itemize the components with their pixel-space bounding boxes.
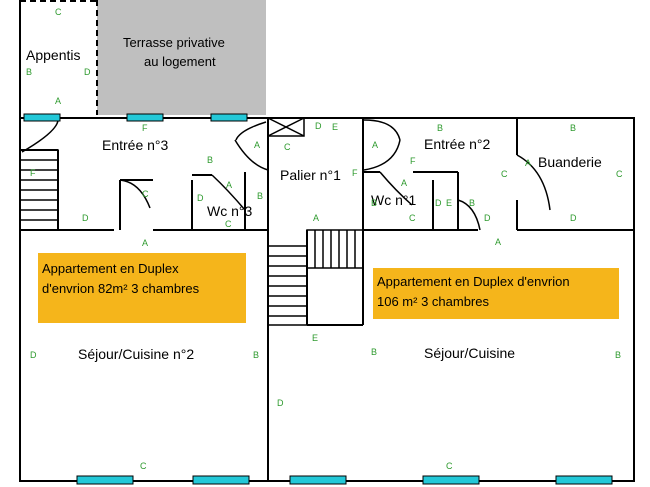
room-entree3: Entrée n°3 [102,137,169,153]
wall-label: A [401,178,407,188]
wall-label: A [372,140,378,150]
note-right-line1: Appartement en Duplex d'envrion [377,274,570,289]
note-left: Appartement en Duplex d'envrion 82m² 3 c… [38,253,246,323]
wall-label: D [315,121,322,131]
wall-label: A [525,158,531,168]
wall-label: C [446,461,453,471]
room-labels: Appentis Terrasse privative au logement … [26,35,602,362]
wall-label: A [313,213,319,223]
wall-label: A [226,180,232,190]
wall-label: D [570,213,577,223]
wall-label: C [142,189,149,199]
windows [23,113,613,485]
wall-label: A [142,238,148,248]
wall-label: B [570,123,576,133]
room-appentis: Appentis [26,47,80,63]
terrace-area [97,0,266,115]
duct-box [267,117,305,137]
wall-label: F [30,168,36,178]
wall-label: A [55,96,61,106]
room-terrasse-line1: Terrasse privative [123,35,225,50]
wall-label: E [312,333,318,343]
wall-label: C [284,142,291,152]
wall-label: A [495,237,501,247]
wall-label: C [501,169,508,179]
wall-labels: C B D A F F B A C A D B C D A D E C A F … [26,7,623,471]
wall-label: D [484,213,491,223]
wall-label: D [82,213,89,223]
wall-label: B [437,123,443,133]
wall-label: C [409,213,416,223]
stairs-palier [267,229,364,326]
wall-label: D [197,193,204,203]
wall-label: E [446,198,452,208]
wall-label: B [253,350,259,360]
wall-label: B [615,350,621,360]
room-entree2: Entrée n°2 [424,136,491,152]
wall-label: D [277,398,284,408]
room-wc3: Wc n°3 [207,203,252,219]
note-left-line2: d'envrion 82m² 3 chambres [42,281,200,296]
appentis-walls [19,0,98,118]
wall-label: D [435,198,442,208]
wall-label: B [257,191,263,201]
room-wc1: Wc n°1 [371,192,416,208]
wall-label: F [142,123,148,133]
wall-label: B [207,155,213,165]
room-sejour: Séjour/Cuisine [424,345,515,361]
note-right-line2: 106 m² 3 chambres [377,294,489,309]
wall-label: C [140,461,147,471]
room-palier: Palier n°1 [280,167,341,183]
wall-label: C [55,7,62,17]
wall-label: C [616,169,623,179]
note-right: Appartement en Duplex d'envrion 106 m² 3… [373,268,619,319]
wall-label: D [30,350,37,360]
wall-label: F [410,156,416,166]
stairs-left [19,149,59,231]
wall-label: E [332,122,338,132]
wall-label: D [84,67,91,77]
wall-label: B [469,198,475,208]
wall-label: F [352,168,358,178]
wall-label: A [254,140,260,150]
room-buanderie: Buanderie [538,154,602,170]
note-left-line1: Appartement en Duplex [42,261,179,276]
wall-label: B [371,198,377,208]
room-sejour2: Séjour/Cuisine n°2 [78,346,194,362]
wall-label: C [225,219,232,229]
room-terrasse-line2: au logement [144,54,216,69]
wall-label: B [26,67,32,77]
wall-label: B [371,347,377,357]
